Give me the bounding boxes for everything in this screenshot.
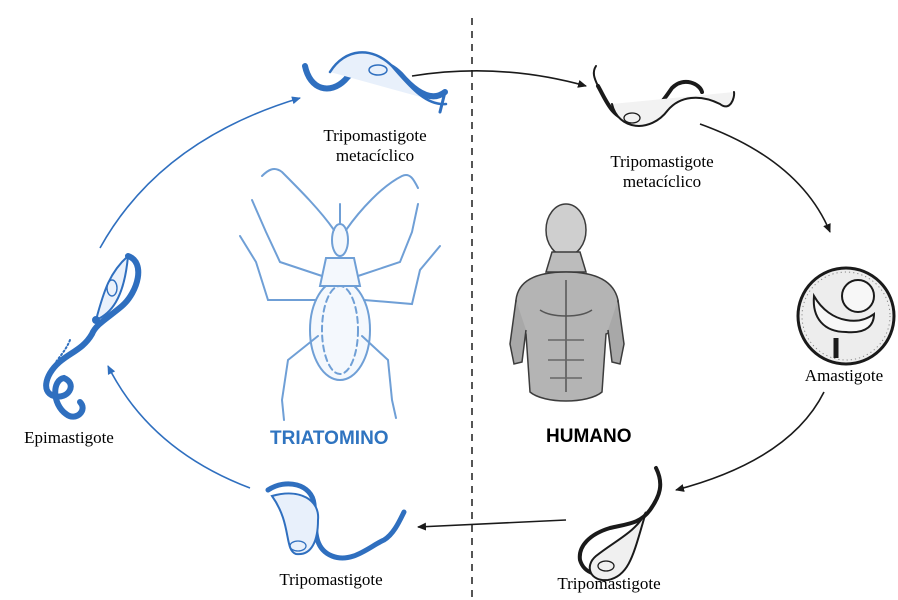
- arrow-tripo-to-epimastigote: [108, 366, 250, 488]
- label-line-1: Tripomastigote: [592, 152, 732, 172]
- label-tripomastigote-metaciclico-human: Tripomastigote metacíclico: [592, 152, 732, 192]
- human-torso-illustration: [510, 204, 624, 401]
- label-epimastigote: Epimastigote: [6, 428, 132, 448]
- arrow-amastigote-to-tripo: [676, 392, 824, 490]
- trypomastigote-insect-illustration: [268, 484, 404, 558]
- label-line-2: metacíclico: [305, 146, 445, 166]
- arrow-meta-to-human: [412, 71, 586, 86]
- arrow-human-to-insect: [418, 520, 566, 527]
- label-tripomastigote-insect: Tripomastigote: [266, 570, 396, 590]
- label-tripomastigote-metaciclico-insect: Tripomastigote metacíclico: [305, 126, 445, 166]
- trypomastigote-human-illustration: [580, 468, 660, 580]
- label-tripomastigote-human: Tripomastigote: [544, 574, 674, 594]
- host-label-humano: HUMANO: [546, 426, 632, 448]
- triatomine-bug-illustration: [240, 169, 440, 420]
- host-label-triatomino: TRIATOMINO: [270, 428, 389, 450]
- label-line-2: metacíclico: [592, 172, 732, 192]
- label-line-1: Tripomastigote: [305, 126, 445, 146]
- metacyclic-trypomastigote-human-illustration: [594, 66, 734, 126]
- amastigote-cell-illustration: [798, 268, 894, 364]
- arrow-epimastigote-to-meta: [100, 98, 300, 248]
- label-amastigote: Amastigote: [792, 366, 896, 386]
- metacyclic-trypomastigote-insect-illustration: [305, 52, 446, 112]
